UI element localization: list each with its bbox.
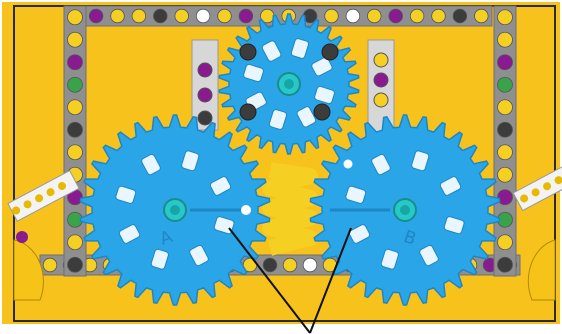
gear-a-window xyxy=(141,153,161,176)
gear-b-window xyxy=(345,185,367,204)
center-spring xyxy=(262,162,318,256)
beam-peg xyxy=(67,9,83,26)
beam-peg xyxy=(497,121,513,138)
beam-peg xyxy=(67,256,83,273)
top-gear-window xyxy=(311,56,333,77)
top-gear-window xyxy=(261,40,282,62)
gear-a-window xyxy=(118,224,141,244)
inner-peg xyxy=(197,110,213,126)
pointer-line-left xyxy=(228,227,311,334)
top-gear-peg xyxy=(321,43,339,61)
beam-peg xyxy=(497,166,513,183)
beam-peg xyxy=(497,99,513,116)
beam-peg xyxy=(324,8,339,24)
inner-peg xyxy=(373,72,389,88)
gear-a-hub-center xyxy=(170,205,180,215)
gear-b-dot xyxy=(343,159,353,169)
beam-peg xyxy=(497,31,513,48)
left-arm-hole xyxy=(23,200,32,209)
beam-peg xyxy=(238,8,254,24)
top-gear-peg xyxy=(313,103,331,121)
beam-peg xyxy=(262,257,278,273)
beam-peg xyxy=(302,257,318,273)
gear-b-window xyxy=(439,176,462,196)
gear-b-window xyxy=(411,150,430,172)
beam-peg xyxy=(153,8,168,24)
inner-peg xyxy=(197,87,213,103)
side-arms xyxy=(7,164,562,301)
beam-peg xyxy=(67,121,83,138)
beam-peg xyxy=(497,144,513,161)
gear-b-hub-center xyxy=(400,205,410,215)
beam-peg xyxy=(174,8,189,24)
beam-peg xyxy=(497,76,513,93)
gear-a-window xyxy=(181,150,200,172)
beam-peg xyxy=(497,54,513,71)
beam-peg xyxy=(67,76,83,93)
inner-peg xyxy=(373,52,389,68)
left-arm-hole xyxy=(58,182,67,191)
beam-peg xyxy=(67,144,83,161)
gear-b-window xyxy=(419,244,439,267)
top-gear-window xyxy=(243,63,264,83)
beam-peg xyxy=(131,8,147,24)
gear-a-window xyxy=(189,244,209,267)
right-beam xyxy=(493,5,517,277)
pointer-line-right xyxy=(309,227,352,334)
right-arm-hole xyxy=(520,194,529,203)
beam-peg xyxy=(497,234,513,251)
top-gear-peg xyxy=(239,43,257,61)
beam-peg xyxy=(497,256,513,273)
left-beam xyxy=(63,5,87,277)
beam-peg xyxy=(67,31,83,48)
inner-peg xyxy=(197,62,213,78)
beam-peg xyxy=(67,54,83,71)
right-arm-hole xyxy=(543,182,552,191)
top-gear-window xyxy=(296,106,317,128)
gear-a-window xyxy=(150,248,169,270)
gear-b-window xyxy=(380,248,399,270)
top-gear-window xyxy=(268,109,288,130)
right-arm-hole xyxy=(554,176,562,185)
gear-a-window xyxy=(209,176,232,196)
left-arm-hole xyxy=(35,194,44,203)
beam-peg xyxy=(388,8,403,24)
gear-train xyxy=(79,13,501,306)
beam-peg xyxy=(42,257,58,273)
beam-peg xyxy=(474,8,489,24)
left-wheel xyxy=(13,239,44,301)
beam-peg xyxy=(88,8,104,24)
beam-peg xyxy=(67,234,83,251)
beam-peg xyxy=(195,8,211,24)
left-arm-hole xyxy=(46,188,55,197)
gear-b-window xyxy=(443,216,465,235)
beam-peg xyxy=(282,257,298,273)
beam-peg xyxy=(409,8,425,24)
gear-b-window xyxy=(348,224,371,244)
gear-a-window xyxy=(115,185,137,204)
inner-peg xyxy=(373,92,389,108)
beam-peg xyxy=(345,8,361,24)
beam-peg xyxy=(497,189,513,206)
gear-b-window xyxy=(371,153,391,176)
beam-peg xyxy=(217,8,232,24)
beam-peg xyxy=(431,8,446,24)
top-gear-peg xyxy=(239,103,257,121)
left-arm-peg xyxy=(16,231,28,243)
right-wheel xyxy=(527,239,556,301)
right-arm-hole xyxy=(531,188,540,197)
top-gear-hub-center xyxy=(284,79,294,89)
gear-a-dot xyxy=(241,205,251,215)
beam-peg xyxy=(367,8,382,24)
top-gear-window xyxy=(314,85,335,105)
beam-peg xyxy=(497,9,513,26)
beam-peg xyxy=(452,8,468,24)
beam-peg xyxy=(110,8,125,24)
top-gear-window xyxy=(290,38,310,59)
beam-peg xyxy=(67,99,83,116)
left-arm-hole xyxy=(12,206,21,215)
gear-b xyxy=(309,114,501,306)
